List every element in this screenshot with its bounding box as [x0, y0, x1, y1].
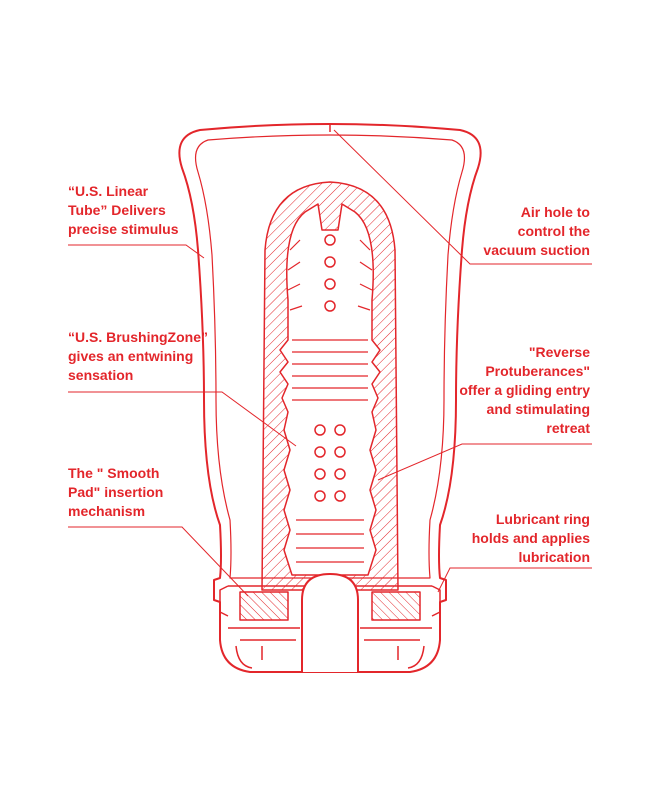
leader-reverse-protuberances — [377, 443, 592, 481]
outer-cup-outline — [178, 123, 482, 673]
smooth-pad-left — [239, 591, 289, 621]
leader-brushing-zone — [68, 391, 297, 447]
lower-ribs — [296, 519, 364, 563]
callout-lubricant-ring: Lubricant ring holds and applies lubrica… — [471, 511, 590, 565]
base-feet — [235, 645, 425, 669]
inner-cup-outline — [195, 134, 465, 579]
leader-linear-tube — [68, 244, 205, 259]
protuberance-ribs — [292, 339, 368, 401]
brushing-fins-left — [287, 239, 303, 311]
leader-smooth-pad — [68, 526, 249, 597]
nodules-upper — [324, 234, 336, 312]
callout-smooth-pad: The " Smooth Pad" insertion mechanism — [68, 465, 164, 519]
leader-lubricant-ring — [437, 567, 592, 593]
lubricant-ring — [219, 585, 441, 617]
base-cap-opening — [301, 573, 359, 672]
inner-canal — [279, 203, 381, 576]
callout-brushing-zone: “U.S. BrushingZone” gives an entwining s… — [68, 329, 208, 383]
smooth-pad-right — [371, 591, 421, 621]
leader-air-hole — [333, 129, 592, 265]
brushing-fins-right — [357, 239, 373, 311]
nodules-lower — [314, 424, 346, 502]
callout-reverse-protuberances: "Reverse Protuberances" offer a gliding … — [459, 344, 590, 436]
callout-linear-tube: “U.S. Linear Tube” Delivers precise stim… — [68, 183, 179, 237]
callout-air-hole: Air hole to control the vacuum suction — [483, 204, 590, 258]
